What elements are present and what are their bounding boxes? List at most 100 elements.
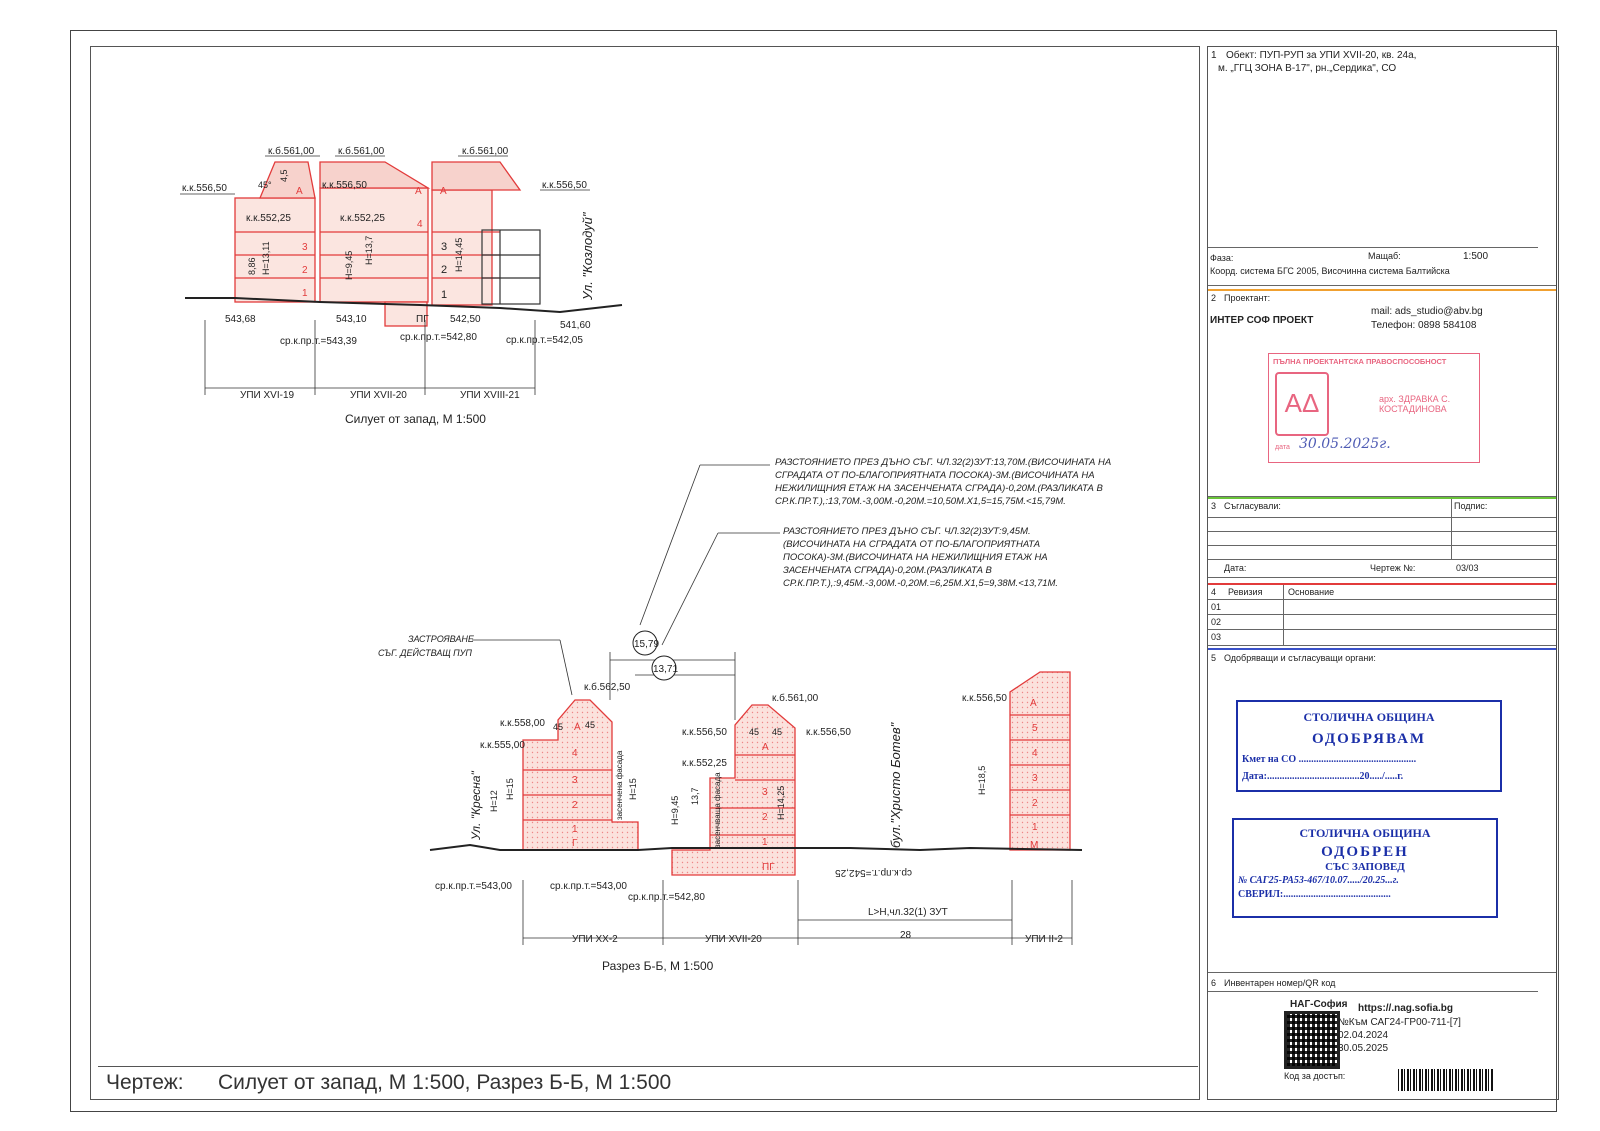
tb-designer-label: Проектант:: [1224, 293, 1271, 303]
approve-stamp: СТОЛИЧНА ОБЩИНА ОДОБРЯВАМ Кмет на СО ...…: [1236, 700, 1502, 792]
west-upi3: УПИ XVIII-21: [460, 390, 520, 401]
order-stamp-check: СВЕРИЛ:.................................…: [1238, 889, 1391, 900]
order-stamp-word: ОДОБРЕН: [1321, 844, 1409, 860]
section-building-left: [522, 699, 639, 851]
tb-s2-num: 2: [1211, 293, 1217, 303]
section-ground: [429, 843, 1083, 852]
drawing-title-text: Силует от запад, М 1:500, Разрез Б-Б, М …: [218, 1071, 672, 1094]
section-f5c: 5: [1032, 723, 1038, 734]
section-upi2: УПИ XVII-20: [705, 934, 762, 945]
nag-url: https://.nag.sofia.bg: [1358, 1003, 1453, 1014]
section-h185: Н=18,5: [977, 766, 987, 795]
west-kk-6561-a: к.б.561,00: [268, 145, 315, 157]
section-f2c: 2: [1032, 798, 1038, 809]
section-deg45-a: 45: [553, 722, 563, 732]
west-h886: 8,86: [247, 257, 257, 275]
section-dim-1371: 13,71: [653, 664, 678, 675]
west-kk-5565-a: к.к.556,50: [182, 183, 227, 194]
section-kk-5565-c: к.к.556,50: [962, 693, 1007, 704]
west-f3: 3: [302, 242, 308, 253]
section-h12: Н=12: [489, 790, 499, 812]
section-h945: Н=9,45: [670, 796, 680, 825]
tb-s5-num: 5: [1211, 653, 1217, 663]
section-caption: Разрез Б-Б, М 1:500: [602, 959, 714, 973]
west-f3b: 3: [441, 241, 447, 253]
west-h1445: Н=14,45: [454, 238, 464, 272]
tb-designer-name: ИНТЕР СОФ ПРОЕКТ: [1210, 315, 1314, 326]
existing-label-1: ЗАСТРОЯВАНЕ: [408, 634, 475, 644]
section-f3b: 3: [762, 787, 768, 798]
order-stamp-sub: СЪС ЗАПОВЕД: [1325, 861, 1405, 873]
cap-stamp-logo-icon: ΑΔ: [1275, 372, 1329, 436]
section-rule: L>H,чл.32(1) ЗУТ: [868, 907, 948, 918]
approve-stamp-word: ОДОБРЯВАМ: [1311, 731, 1427, 747]
section-f2a: 2: [572, 800, 578, 811]
tb-date-row: Дата: Чертеж №: 03/03: [1208, 561, 1556, 578]
nag-date2: 30.05.2025: [1338, 1043, 1389, 1054]
tb-section-designer: 2 Проектант: ИНТЕР СОФ ПРОЕКТ mail: ads_…: [1208, 289, 1556, 497]
tb-object-line2: м. „ГГЦ ЗОНА В-17", рн.„Сердика", СО: [1218, 63, 1397, 74]
order-stamp-no: № САГ25-РА53-467/10.07...../20.25...г.: [1238, 875, 1399, 886]
approved-order-stamp: СТОЛИЧНА ОБЩИНА ОДОБРЕН СЪС ЗАПОВЕД № СА…: [1232, 818, 1498, 918]
tb-date-label: Дата:: [1224, 563, 1247, 573]
section-g: Г: [572, 838, 578, 849]
west-f1b: 1: [441, 289, 447, 301]
qr-code-icon: [1284, 1011, 1340, 1069]
drawing-canvas: Ул. "Козлодуй" к.б.561,00 к.б.561,00 к.б…: [180, 145, 1083, 973]
tb-s3-num: 3: [1211, 501, 1217, 511]
west-caption: Силует от запад, М 1:500: [345, 412, 486, 426]
tb-section-object: 1 Обект: ПУП-РУП за УПИ XVII-20, кв. 24а…: [1208, 47, 1556, 286]
section-f4a: 4: [572, 748, 578, 759]
section-f1c: 1: [1032, 822, 1038, 833]
section-h137: 13,7: [690, 787, 700, 805]
west-kk-5565-c: к.к.556,50: [542, 180, 587, 191]
west-d45: 4,5: [279, 169, 289, 182]
tb-revision-01: 01: [1211, 602, 1222, 612]
section-f3c: 3: [1032, 773, 1038, 784]
west-deg45: 45°: [258, 180, 272, 190]
west-kk-55225-b: к.к.552,25: [340, 213, 385, 224]
tb-revision-label: Ревизия: [1228, 587, 1263, 597]
section-sr4: ср.к.пр.т.=542,25: [835, 867, 912, 878]
tb-drawing-no: 03/03: [1456, 563, 1479, 573]
section-upi1: УПИ XX-2: [572, 934, 618, 945]
section-h15a: Н=15: [505, 778, 515, 800]
drawing-area-frame: [90, 46, 1200, 1100]
section-deg45-b: 45: [585, 720, 595, 730]
section-dist28: 28: [900, 930, 912, 941]
tb-sign-label: Подпис:: [1454, 501, 1488, 511]
section-h1425: Н=14,25: [776, 786, 786, 820]
west-g54310: 543,10: [336, 314, 367, 325]
capability-stamp: ПЪЛНА ПРОЕКТАНТСКА ПРАВОСПОСОБНОСТ ΑΔ ар…: [1268, 353, 1480, 463]
tb-s6-num: 6: [1211, 978, 1217, 988]
west-h945: Н=9,45: [344, 251, 354, 280]
west-kk-55225-a: к.к.552,25: [246, 213, 291, 224]
access-code-label: Код за достъп:: [1284, 1071, 1346, 1081]
section-kk-5565-b: к.к.556,50: [806, 727, 851, 738]
west-h1311: Н=13,11: [261, 241, 271, 275]
tb-agreed-label: Съгласували:: [1224, 501, 1281, 511]
existing-label-2: СЪГ. ДЕЙСТВАЩ ПУП: [378, 647, 472, 658]
section-kk-55225: к.к.552,25: [682, 758, 727, 769]
tb-object-line1: Обект: ПУП-РУП за УПИ XVII-20, кв. 24а,: [1226, 50, 1417, 61]
west-kk-6561-c: к.б.561,00: [462, 145, 509, 157]
section-m: М: [1030, 840, 1038, 851]
west-pg: ПГ: [416, 314, 429, 325]
west-f4: 4: [417, 219, 423, 230]
cap-stamp-date-label: дата: [1275, 444, 1290, 451]
tb-designer-phone: Телефон: 0898 584108: [1371, 320, 1477, 331]
west-f2: 2: [302, 265, 308, 276]
approve-stamp-date: Дата:...................................…: [1242, 771, 1404, 782]
section-shaded-facade: засенчена фасада: [615, 750, 624, 820]
section-dim-1579: 15,79: [634, 639, 659, 650]
section-sr1: ср.к.пр.т.=543,00: [435, 881, 512, 892]
section-upi3: УПИ II-2: [1025, 934, 1063, 945]
section-f4c: 4: [1032, 748, 1038, 759]
drawing-title-strip: Чертеж: Силует от запад, М 1:500, Разрез…: [98, 1066, 1198, 1099]
section-kk-55500: к.к.555,00: [480, 740, 525, 751]
cap-stamp-title: ПЪЛНА ПРОЕКТАНТСКА ПРАВОСПОСОБНОСТ: [1273, 357, 1447, 366]
west-kk-5565-b: к.к.556,50: [322, 180, 367, 191]
cap-stamp-name: арх. ЗДРАВКА С. КОСТАДИНОВА: [1379, 394, 1451, 414]
section-a3: А: [1030, 698, 1037, 709]
section-a1: А: [574, 722, 581, 733]
